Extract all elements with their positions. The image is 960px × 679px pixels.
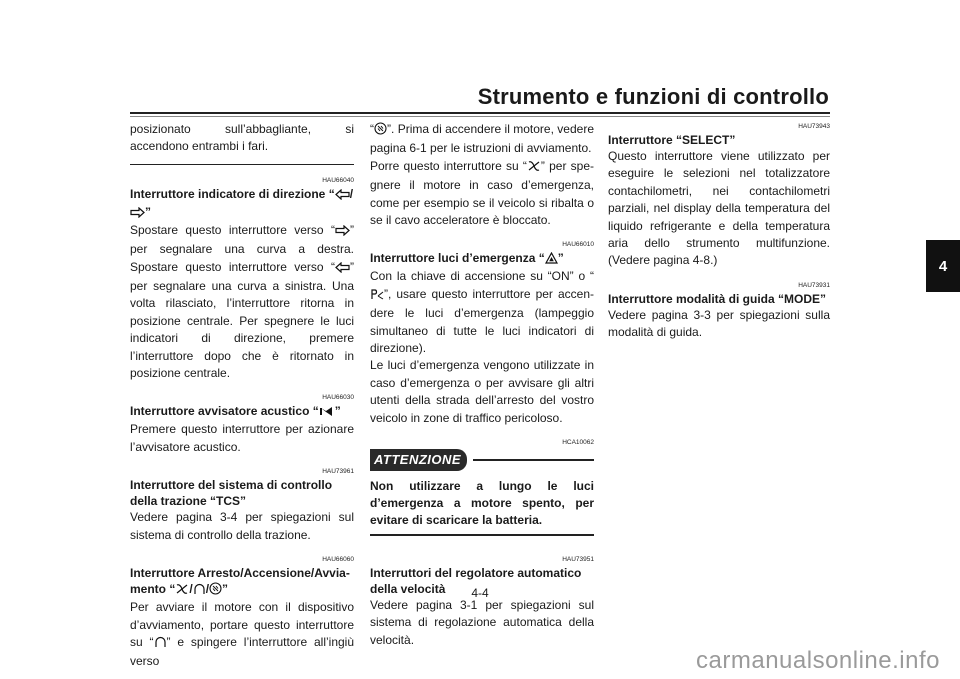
start-icon (209, 582, 222, 599)
section-body-tcs: Vedere pagina 3-4 per spiegazioni sul si… (130, 510, 354, 542)
section-title-turn-signal: Interruttore indicatore di direzione “ / ” (130, 186, 354, 222)
section-title-mode: Interruttore modalità di guida “MODE” (608, 291, 827, 306)
body-part: Spostare questo interruttore verso “ (130, 222, 335, 237)
column-2: “”. Prima di accendere il motore, vedere… (370, 121, 594, 649)
caution-code: HCA10062 (562, 439, 594, 447)
body-part: ”, usare questo interruttore per accen­d… (370, 286, 594, 356)
intro-text: posizionato sull’abbagliante, si accendo… (130, 122, 354, 154)
horn-icon (319, 405, 335, 421)
title-part: / (205, 582, 210, 597)
section-title-cruise: Interruttori del regolatore automatico d… (370, 565, 582, 596)
section-code: HAU66010 (562, 241, 594, 249)
body-part: Con la chiave di accensione su “ON” o “ (370, 269, 594, 284)
header-rule (130, 112, 830, 114)
caution-text: Non utilizzare a lungo le luci d’emergen… (370, 478, 594, 528)
body-part: “ (370, 122, 374, 136)
caution-label: ATTENZIONE (370, 449, 468, 471)
body-part: ”. Prima di accendere il motore, vedere … (370, 122, 594, 156)
parking-icon (370, 288, 384, 305)
section-title-engine-switch: Interruttore Arresto/Accensione/Avvia­me… (130, 565, 354, 599)
turn-right-icon (130, 206, 145, 222)
title-part: ” (334, 404, 341, 419)
section-body-engine-switch: Per avviare il motore con il dispositivo… (130, 599, 354, 671)
turn-left-icon (335, 261, 350, 278)
section-body-turn-signal: Spostare questo interruttore verso “” pe… (130, 222, 354, 383)
section-code: HAU66040 (322, 176, 354, 184)
section-code: HAU73931 (798, 281, 830, 289)
section-body-mode: Vedere pagina 3-3 per spiegazioni sulla … (608, 307, 830, 340)
continued-text: “”. Prima di accendere il motore, vedere… (370, 121, 594, 229)
title-part: Interruttore Arresto/Accensione/Avvia­me… (130, 566, 350, 597)
section-code: HAU73943 (798, 123, 830, 130)
turn-right-icon (335, 224, 350, 241)
title-part: ” (557, 251, 564, 266)
section-body-hazard: Con la chiave di accensione su “ON” o “ ”… (370, 268, 594, 357)
page-number: 4-4 (471, 586, 489, 600)
section-title-tcs: Interruttore del sistema di controllo de… (130, 478, 333, 509)
body-part: ” e spingere l’interruttore all’ingiù ve… (130, 634, 355, 669)
header-rule-thin (130, 116, 830, 117)
body-part: Porre questo interruttore su “ (370, 158, 527, 173)
section-code: HAU73961 (322, 468, 354, 476)
section-title-horn: Interruttore avvisatore acustico “ ” (130, 403, 354, 421)
body-part: ” per segnalare una curva a sinistra. Un… (130, 259, 354, 381)
column-3: HAU73943 Interruttore “SELECT” Questo in… (608, 121, 830, 342)
page-title: Strumento e funzioni di controllo (477, 84, 829, 109)
section-code: HAU73951 (562, 555, 594, 563)
engine-run-icon (154, 636, 167, 653)
column-1: posizionato sull’abbagliante, si accendo… (130, 121, 354, 671)
section-code: HAU66060 (322, 556, 354, 564)
hazard-icon (544, 252, 558, 268)
caution-header: ATTENZIONE (370, 449, 594, 471)
section-separator (130, 163, 354, 165)
title-part: Interruttore indicatore di direzione “ (130, 186, 335, 201)
caution-rule (473, 458, 594, 461)
turn-left-icon (334, 188, 350, 204)
title-part: ” (145, 204, 151, 219)
body-part: ” per spe­gnere il motore in caso d’emer… (370, 158, 595, 228)
title-part: Interruttore avvisatore acustico “ (130, 404, 319, 419)
title-part: Interruttore luci d’emergenza “ (370, 251, 545, 266)
engine-run-icon (193, 583, 206, 599)
section-body-horn: Premere questo interruttore per azionare… (130, 422, 354, 454)
start-icon (374, 122, 387, 140)
section-title-select: Interruttore “SELECT” (608, 133, 736, 147)
engine-stop-icon (175, 583, 189, 599)
title-part: ” (222, 582, 229, 597)
section-title-hazard: Interruttore luci d’emergenza “ ” (370, 250, 594, 268)
title-part: / (349, 186, 354, 201)
body-part: Per avviare il motore con il dispositivo… (130, 600, 354, 649)
chapter-tab: 4 (926, 240, 960, 292)
caution-end-rule (370, 533, 594, 536)
watermark: carmanualsonline.info (696, 647, 940, 674)
section-body-cruise: Vedere pagina 3-1 per spiegazioni sul si… (370, 597, 594, 647)
section-body-hazard-2: Le luci d’emergenza vengono utilizzate i… (370, 358, 594, 425)
section-body-select: Questo interruttore viene utilizzato per… (608, 149, 830, 268)
title-part: / (189, 582, 193, 597)
body-part: ” per segnalare una curva a destra. Spos… (130, 222, 354, 274)
section-code: HAU66030 (322, 394, 354, 402)
engine-stop-icon (527, 160, 541, 177)
